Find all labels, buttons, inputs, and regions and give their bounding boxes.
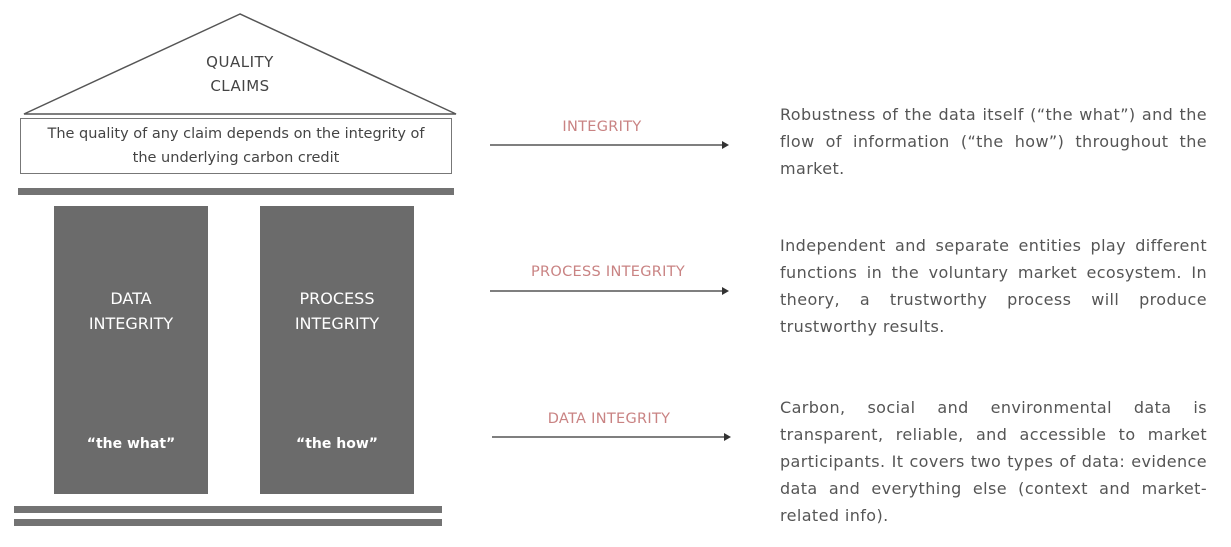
arrow-right-icon: [490, 141, 729, 149]
temple-beam: [18, 188, 454, 195]
arrow-right-icon: [492, 433, 731, 441]
claim-box: The quality of any claim depends on the …: [20, 118, 452, 174]
pillar-subtitle: “the how”: [296, 436, 378, 452]
pillar-data-integrity: DATA INTEGRITY “the what”: [54, 206, 208, 494]
pillar-title: DATA INTEGRITY: [54, 286, 208, 336]
temple-base-top: [14, 506, 442, 513]
description-integrity: Robustness of the data itself (“the what…: [780, 105, 1207, 178]
claim-text-line1: The quality of any claim depends on the …: [47, 126, 425, 142]
roof-label-line1: QUALITY: [206, 53, 274, 71]
temple-base-bottom: [14, 519, 442, 526]
arrow-label-data-integrity: DATA INTEGRITY: [547, 411, 671, 427]
pillar-title-line1: DATA: [110, 289, 152, 308]
description-data-integrity: Carbon, social and environmental data is…: [780, 398, 1207, 525]
pillar-title-line2: INTEGRITY: [88, 314, 174, 333]
arrow-right-icon: [490, 287, 729, 295]
roof-label-line2: CLAIMS: [210, 77, 270, 95]
pillar-title-line1: PROCESS: [299, 289, 375, 308]
arrow-label-integrity: INTEGRITY: [562, 119, 642, 135]
pillar-process-integrity: PROCESS INTEGRITY “the how”: [260, 206, 414, 494]
claim-text-line2: the underlying carbon credit: [132, 150, 340, 166]
pillar-title-line2: INTEGRITY: [294, 314, 380, 333]
description-process-integrity: Independent and separate entities play d…: [780, 236, 1207, 336]
pillar-subtitle: “the what”: [86, 436, 176, 452]
arrow-label-process-integrity: PROCESS INTEGRITY: [530, 264, 686, 280]
temple-roof: [23, 13, 457, 115]
pillar-title: PROCESS INTEGRITY: [260, 286, 414, 336]
roof-label: QUALITY CLAIMS: [160, 50, 320, 98]
